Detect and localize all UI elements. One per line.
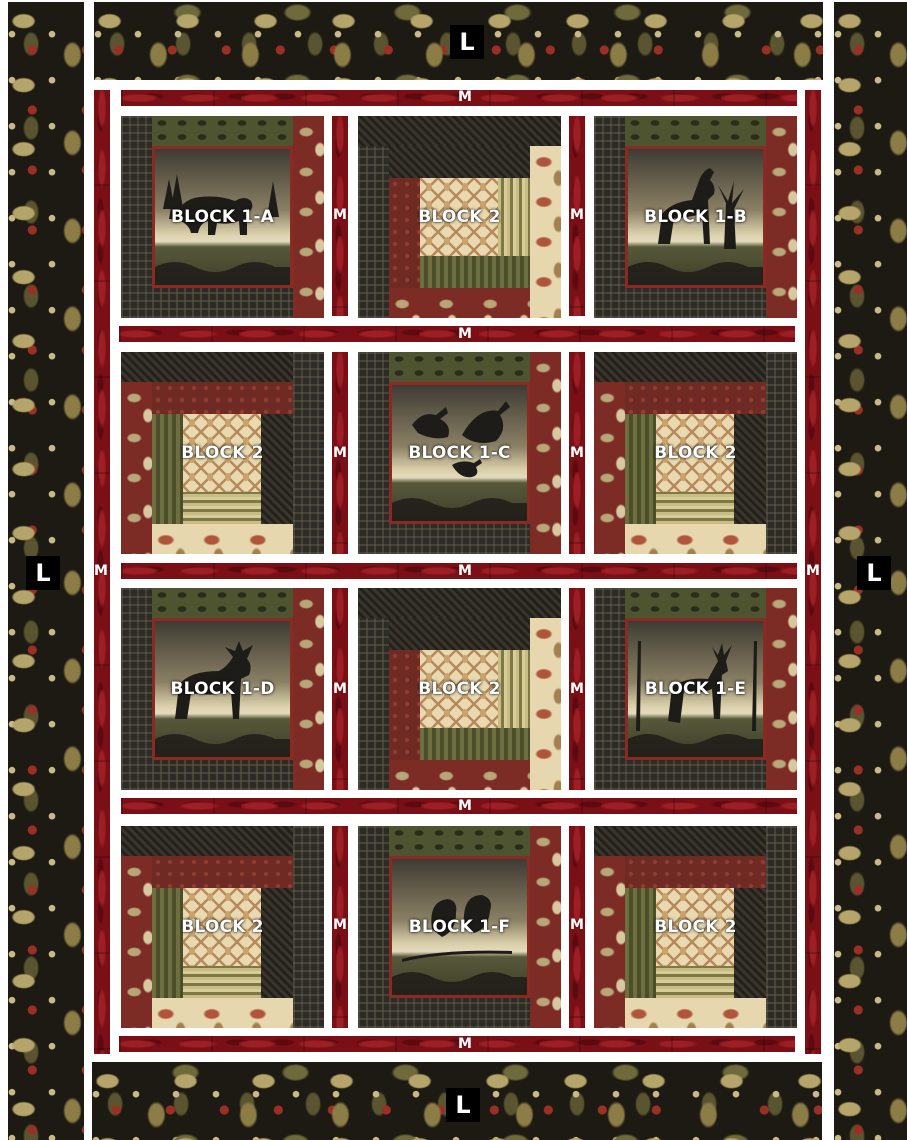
quilt-block: BLOCK 2 (358, 116, 561, 318)
block-strip (389, 146, 530, 178)
block-top-strip (625, 116, 766, 146)
block-label: BLOCK 1-F (358, 917, 561, 937)
quilt-block: BLOCK 2 (594, 826, 797, 1028)
block-strip (358, 146, 389, 318)
block-strip (358, 588, 561, 618)
quilt-block: BLOCK 1-E (594, 588, 797, 790)
block-top-strip (625, 588, 766, 618)
quilt-block: BLOCK 1-B (594, 116, 797, 318)
block-strip (420, 728, 530, 760)
block-strip (625, 382, 766, 414)
border-label-top: L (450, 25, 484, 59)
block-strip (420, 256, 530, 288)
block-label: BLOCK 2 (121, 443, 324, 463)
sashing-label-left: M (90, 564, 112, 578)
block-label: BLOCK 2 (358, 207, 561, 227)
sashing-label: M (567, 918, 587, 932)
block-strip (183, 492, 261, 524)
block-strip (261, 414, 293, 524)
block-strip (152, 382, 293, 414)
block-strip (389, 178, 420, 288)
block-strip (152, 414, 183, 524)
block-strip (389, 288, 530, 318)
sashing-label: M (567, 208, 587, 222)
block-strip (625, 414, 656, 524)
block-strip (389, 650, 420, 760)
block-label: BLOCK 1-D (121, 679, 324, 699)
sashing-label: M (330, 918, 350, 932)
sashing-label: M (567, 446, 587, 460)
quilt-block: BLOCK 2 (358, 588, 561, 790)
block-strip (152, 524, 293, 554)
block-strip (183, 966, 261, 998)
block-strip (152, 888, 183, 998)
quilt-block: BLOCK 1-A (121, 116, 324, 318)
block-strip (734, 888, 766, 998)
block-bottom-strip (389, 998, 530, 1028)
block-strip (358, 116, 561, 146)
block-strip (625, 998, 766, 1028)
block-label: BLOCK 1-A (121, 207, 324, 227)
quilt-block: BLOCK 1-F (358, 826, 561, 1028)
block-bottom-strip (625, 760, 766, 790)
sashing-label-row-2: M (448, 327, 482, 341)
block-strip (389, 618, 530, 650)
block-strip (594, 382, 625, 554)
block-top-strip (389, 826, 530, 856)
block-strip (625, 856, 766, 888)
block-strip (389, 760, 530, 790)
sashing-label: M (567, 682, 587, 696)
sashing-label-row-4: M (448, 799, 482, 813)
quilt-block: BLOCK 2 (594, 352, 797, 554)
block-bottom-strip (625, 288, 766, 318)
block-strip (530, 146, 561, 318)
block-label: BLOCK 2 (594, 917, 797, 937)
block-top-strip (152, 116, 293, 146)
block-bottom-strip (152, 760, 293, 790)
sashing-label-row-1: M (448, 90, 482, 104)
quilt-block: BLOCK 1-D (121, 588, 324, 790)
block-label: BLOCK 1-C (358, 443, 561, 463)
block-strip (152, 998, 293, 1028)
block-strip (594, 856, 625, 1028)
block-strip (734, 414, 766, 524)
quilt-block: BLOCK 2 (121, 352, 324, 554)
block-label: BLOCK 1-E (594, 679, 797, 699)
sashing-label: M (330, 682, 350, 696)
border-label-bottom: L (446, 1088, 480, 1122)
block-top-strip (152, 588, 293, 618)
block-top-strip (389, 352, 530, 382)
sashing-label-right: M (802, 564, 824, 578)
quilt-block: BLOCK 1-C (358, 352, 561, 554)
block-strip (152, 856, 293, 888)
block-strip (121, 856, 152, 1028)
block-label: BLOCK 1-B (594, 207, 797, 227)
block-strip (625, 888, 656, 998)
block-label: BLOCK 2 (594, 443, 797, 463)
border-label-right: L (857, 556, 891, 590)
quilt-block: BLOCK 2 (121, 826, 324, 1028)
sashing-label-row-5: M (448, 1037, 482, 1051)
block-strip (656, 966, 734, 998)
block-strip (121, 382, 152, 554)
block-bottom-strip (152, 288, 293, 318)
block-strip (261, 888, 293, 998)
sashing-label-row-3: M (448, 564, 482, 578)
block-bottom-strip (389, 524, 530, 554)
block-strip (656, 492, 734, 524)
block-label: BLOCK 2 (121, 917, 324, 937)
sashing-label: M (330, 208, 350, 222)
block-label: BLOCK 2 (358, 679, 561, 699)
block-strip (530, 618, 561, 790)
border-label-left: L (26, 556, 60, 590)
sashing-label: M (330, 446, 350, 460)
block-strip (358, 618, 389, 790)
block-strip (625, 524, 766, 554)
